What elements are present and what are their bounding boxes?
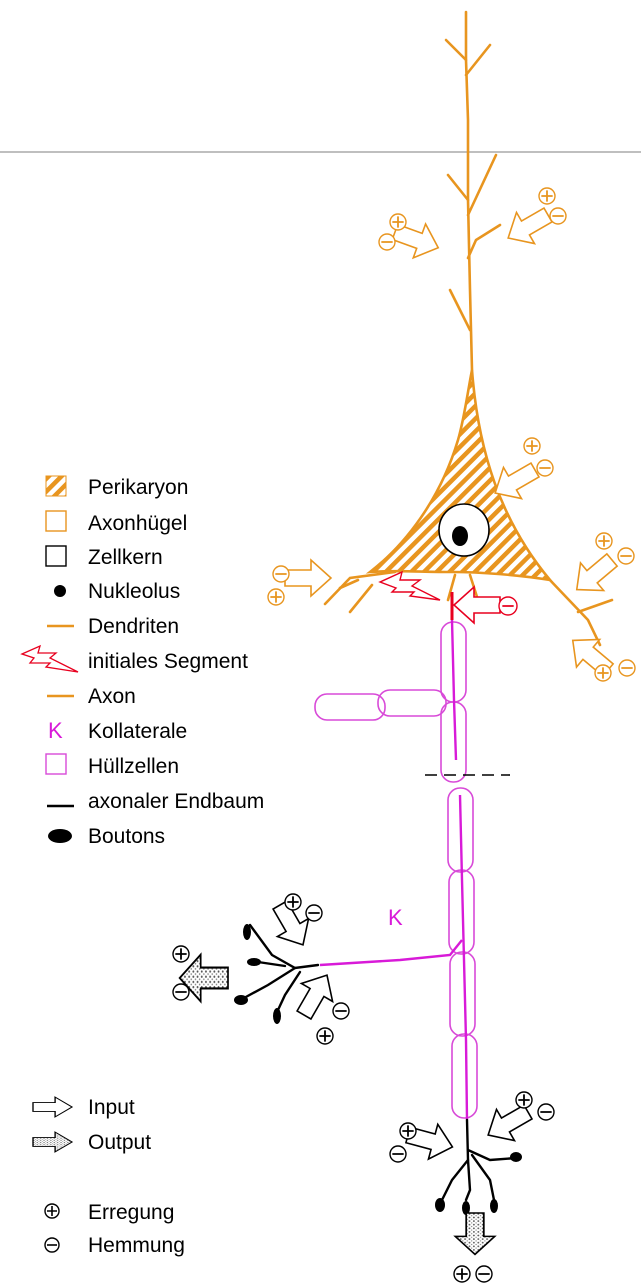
legend-dendriten: Dendriten (88, 615, 179, 638)
output-arrow-icon (33, 1132, 72, 1152)
lightning-icon (380, 572, 440, 600)
bouton (435, 1198, 445, 1212)
legend-kollaterale-symbol: K (48, 718, 63, 743)
nukleolus-swatch (54, 585, 66, 597)
huellzellen-swatch (46, 754, 66, 774)
legend-input: Input (88, 1096, 135, 1119)
bouton (510, 1152, 522, 1162)
legend-zellkern: Zellkern (88, 546, 163, 569)
sheath-cell (378, 690, 446, 716)
bouton (247, 958, 261, 966)
legend-huellzellen: Hüllzellen (88, 755, 179, 778)
sheath-cell (452, 1034, 477, 1118)
legend-axon: Axon (88, 685, 136, 708)
input-arrows-terminal (264, 896, 537, 1164)
legend-kollaterale: Kollaterale (88, 720, 187, 743)
output-arrows (180, 955, 495, 1255)
axonhuegel-swatch (46, 511, 66, 531)
boutons-swatch (48, 829, 72, 843)
collateral-label: K (388, 905, 403, 930)
lightning-icon (22, 646, 78, 672)
bouton (243, 924, 251, 940)
bouton (273, 1008, 281, 1024)
axon (320, 620, 467, 1120)
nukleolus (452, 526, 468, 546)
sheath-cell (315, 694, 385, 720)
legend-output: Output (88, 1131, 151, 1154)
legend-axonhuegel: Axonhügel (88, 512, 187, 535)
legend-signals: Input Output Erregung Hemmung (33, 1096, 185, 1257)
bouton (490, 1199, 498, 1213)
zellkern-swatch (46, 546, 66, 566)
bouton (234, 995, 248, 1005)
huellzellen (315, 622, 477, 1118)
legend: Perikaryon Axonhügel Zellkern Nukleolus … (22, 476, 264, 848)
legend-hemmung: Hemmung (88, 1234, 185, 1257)
perikaryon-swatch (46, 476, 66, 496)
inhibitory-arrow (454, 587, 500, 623)
input-arrows-dendrite (285, 199, 624, 683)
sheath-cell (450, 952, 475, 1036)
legend-initiales-segment: initiales Segment (88, 650, 248, 673)
legend-perikaryon: Perikaryon (88, 476, 188, 499)
legend-axonaler-endbaum: axonaler Endbaum (88, 790, 264, 813)
input-arrow-icon (33, 1097, 72, 1117)
legend-nukleolus: Nukleolus (88, 580, 180, 603)
erregung-hemmung-markers (173, 188, 635, 1282)
legend-boutons: Boutons (88, 825, 165, 848)
marker-signs (176, 191, 632, 1279)
legend-erregung: Erregung (88, 1201, 174, 1224)
boutons (234, 924, 522, 1215)
